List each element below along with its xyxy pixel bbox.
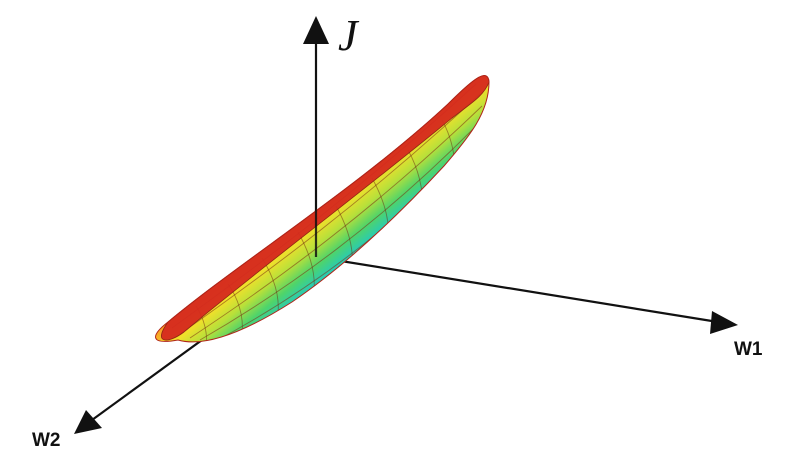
surface-rim: [161, 75, 490, 341]
w2-axis-arrowhead: [74, 410, 102, 434]
surface-outline: [155, 75, 490, 343]
w1-axis: [315, 255, 738, 334]
w1-axis-label: W1: [734, 339, 763, 360]
w1-axis-arrowhead: [710, 311, 738, 334]
w1-axis-line: [315, 255, 719, 324]
cost-surface: [155, 75, 490, 343]
j-axis-arrowhead: [303, 16, 329, 44]
w2-axis-label: W2: [32, 430, 61, 451]
j-axis-label: J: [338, 11, 360, 60]
